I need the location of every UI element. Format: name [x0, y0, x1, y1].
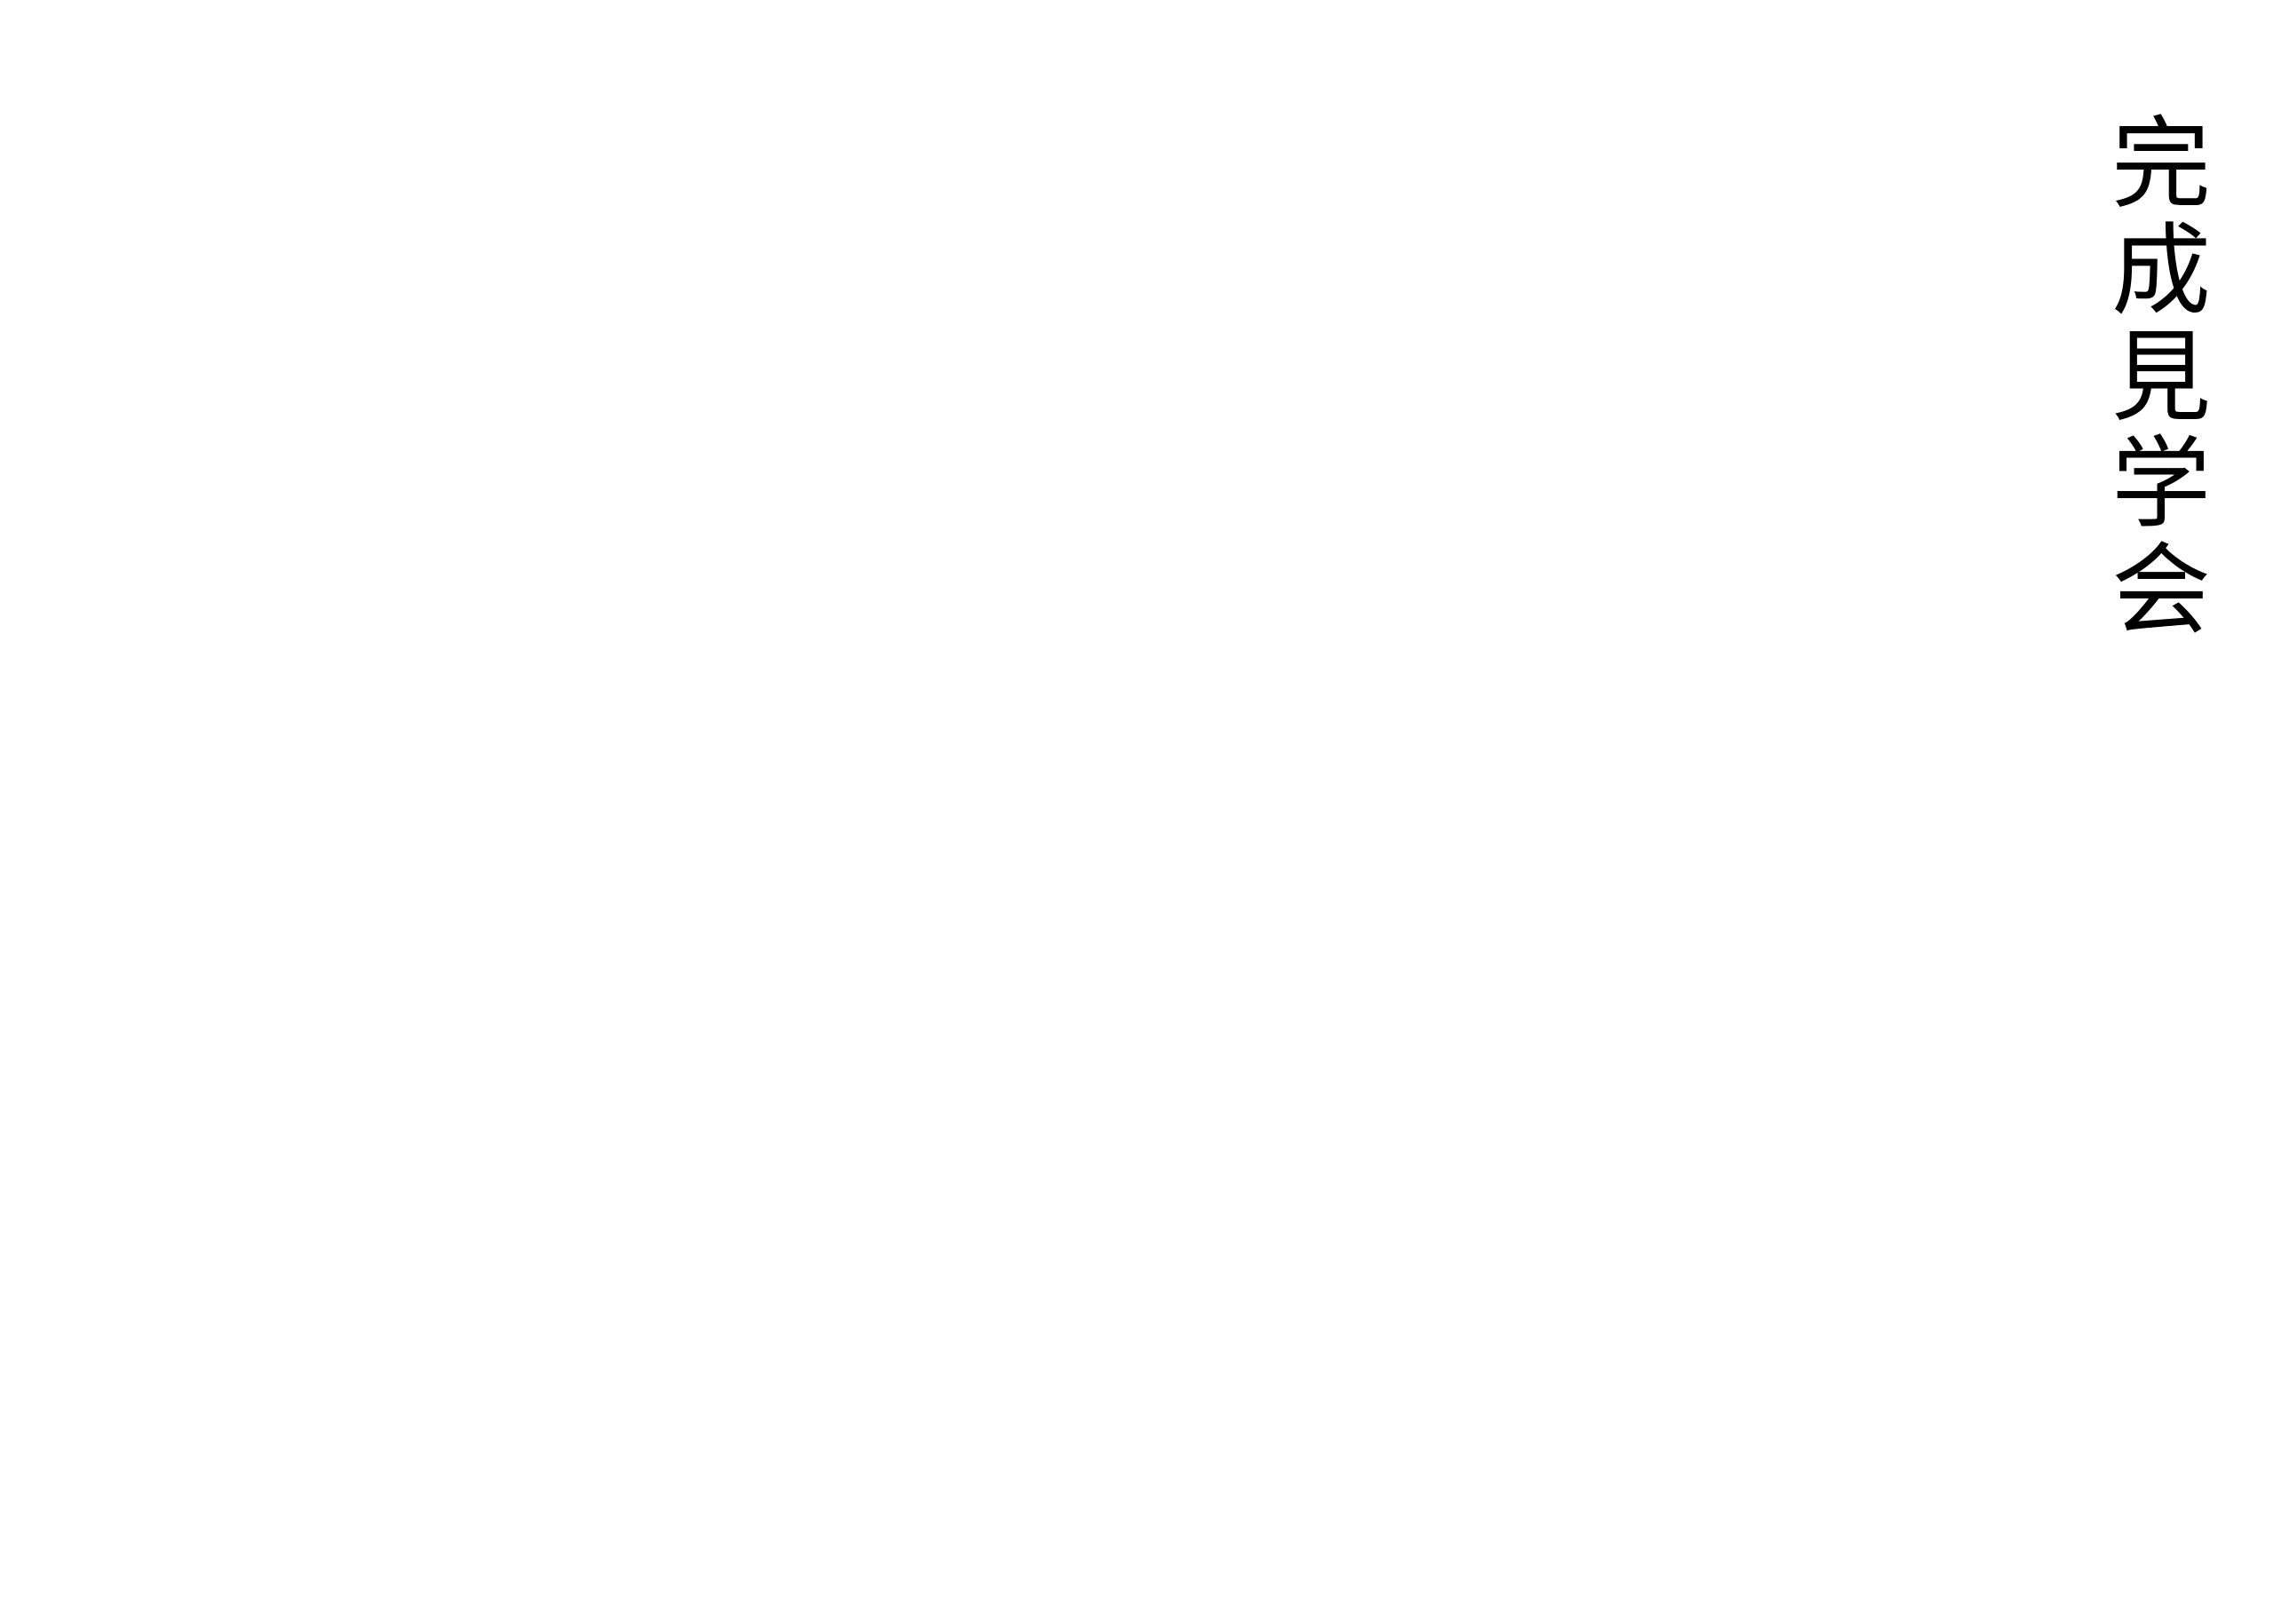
event-title: 完成見学会 [2095, 111, 2210, 644]
